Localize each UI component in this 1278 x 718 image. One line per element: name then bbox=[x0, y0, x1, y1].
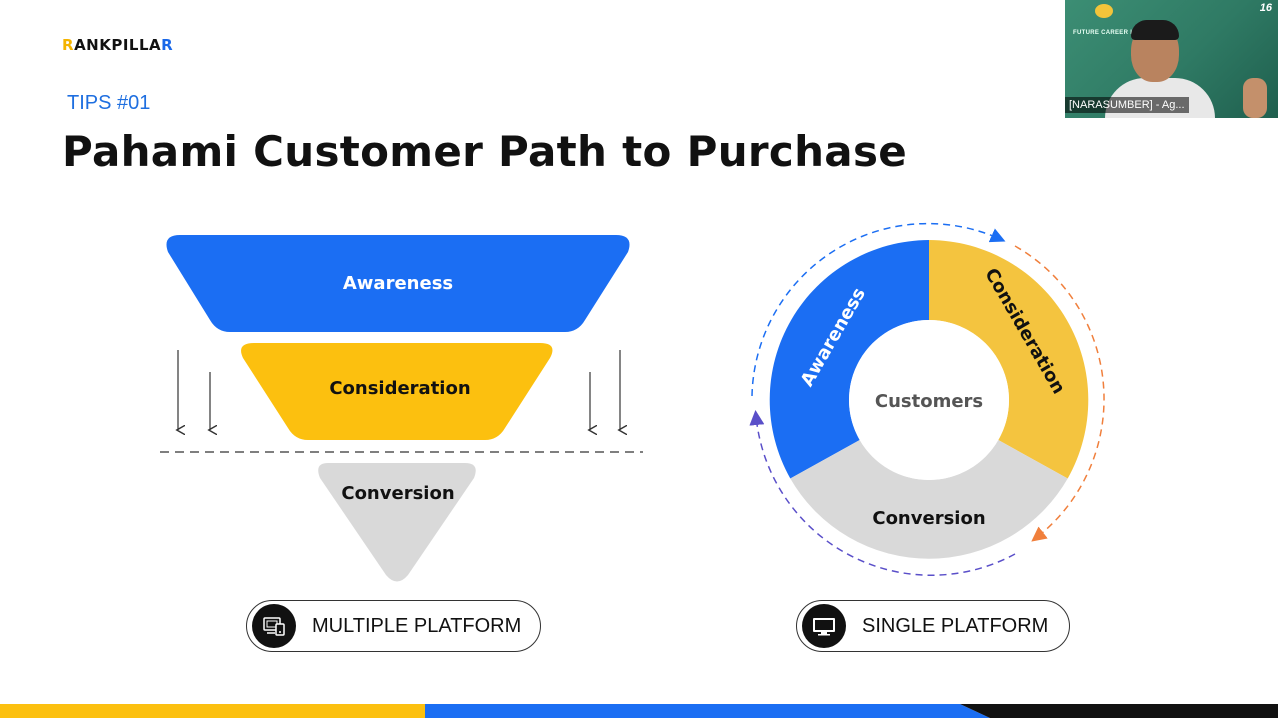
multi-device-icon bbox=[252, 604, 296, 648]
event-badge-icon bbox=[1095, 4, 1113, 18]
bottom-accent-bar bbox=[0, 704, 1278, 718]
slide-title: Pahami Customer Path to Purchase bbox=[62, 127, 908, 176]
funnel-conversion-label: Conversion bbox=[341, 483, 454, 504]
funnel-consideration-shape bbox=[241, 343, 553, 440]
cycle-conversion-label: Conversion bbox=[872, 508, 985, 529]
funnel-awareness-shape bbox=[166, 235, 630, 332]
multiple-platform-label: MULTIPLE PLATFORM bbox=[312, 614, 522, 637]
logo-middle-text: ANKPILLA bbox=[74, 36, 162, 54]
cycle-consideration-segment bbox=[929, 240, 1089, 479]
speaker-hair bbox=[1131, 20, 1179, 40]
tips-label: TIPS #01 bbox=[67, 92, 151, 114]
rankpillar-logo: RANKPILLAR bbox=[62, 36, 173, 54]
logo-first-letter: R bbox=[62, 36, 75, 54]
multiple-platform-pill: MULTIPLE PLATFORM bbox=[246, 600, 541, 652]
logo-last-letter: R bbox=[161, 36, 174, 54]
single-platform-pill: SINGLE PLATFORM bbox=[796, 600, 1070, 652]
cycle-arrow-blue bbox=[751, 222, 1006, 397]
cycle-arrow-orange bbox=[1014, 245, 1105, 542]
funnel-conversion-shape bbox=[318, 463, 476, 582]
speaker-hand bbox=[1243, 78, 1267, 118]
cycle-awareness-segment bbox=[769, 240, 929, 479]
cycle-center-label: Customers bbox=[875, 391, 983, 412]
funnel-side-arrows bbox=[178, 350, 620, 430]
cycle-conversion-segment bbox=[790, 440, 1068, 559]
single-platform-label: SINGLE PLATFORM bbox=[862, 614, 1049, 637]
speaker-webcam-video[interactable]: 16 FUTURE CAREER IN DI ETING [NARASUMBER… bbox=[1065, 0, 1278, 118]
anniversary-badge: 16 bbox=[1259, 2, 1272, 14]
customer-cycle-donut bbox=[769, 240, 1089, 559]
speaker-name-tag: [NARASUMBER] - Ag... bbox=[1065, 97, 1189, 113]
webcam-overlay-text: FUTURE CAREER IN DI ETING bbox=[1073, 30, 1168, 36]
funnel-awareness-label: Awareness bbox=[343, 273, 453, 294]
funnel-consideration-label: Consideration bbox=[329, 378, 470, 399]
cycle-arrow-purple bbox=[749, 410, 1016, 576]
monitor-icon bbox=[802, 604, 846, 648]
